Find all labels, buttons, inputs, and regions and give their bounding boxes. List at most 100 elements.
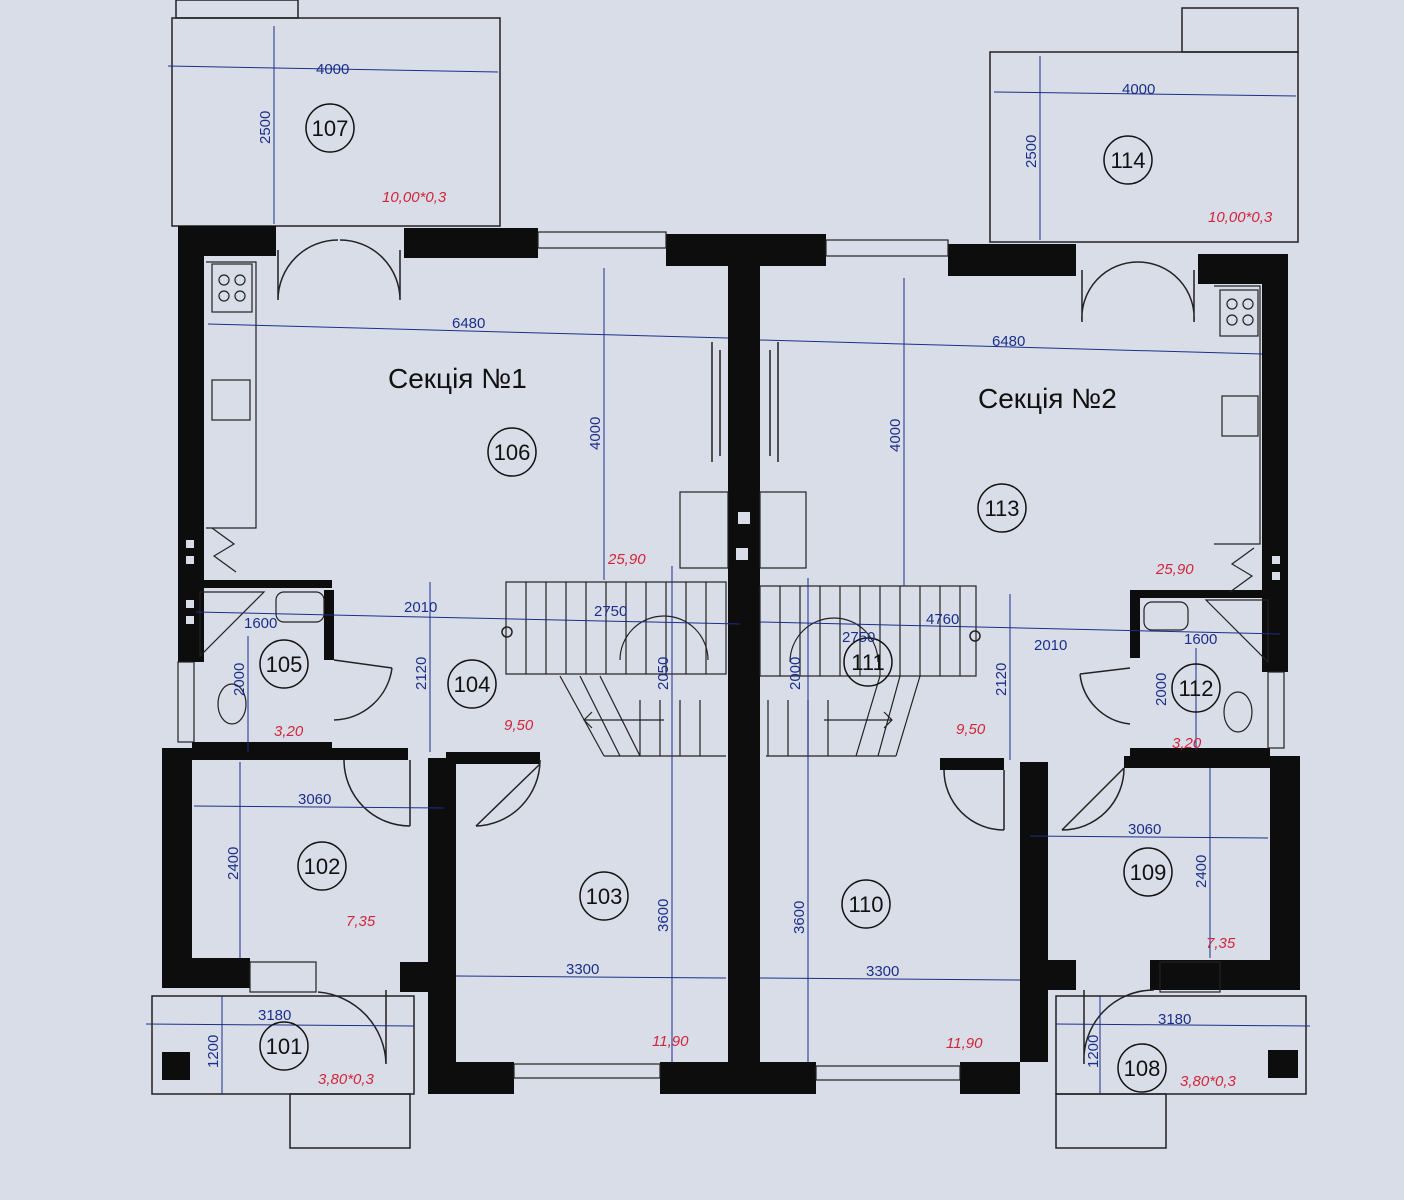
zigzag-vent-icon [211,527,237,573]
zigzag-vent-icon [1229,547,1255,593]
room-circle-101 [259,1021,309,1071]
window-109-porch [1159,961,1221,993]
dimension-labels: 4000 2500 4000 2500 6480 6480 4000 4000 … [205,61,1217,1068]
wall-bottom-mid-c [960,1062,1020,1094]
toilet-icon [1223,691,1253,733]
area-105: 3,20 [274,723,304,740]
sliding-doors-party [711,342,779,462]
wall-105-right [324,590,334,660]
room-111: 111 [851,650,884,675]
room-circle-105 [259,639,309,689]
room-103: 103 [586,884,623,909]
dim-label: 3600 [655,899,672,932]
wall-top-right-b [1198,254,1288,284]
area-113: 25,90 [1155,561,1194,578]
room-114: 114 [1110,148,1145,173]
wall-right-upper [1262,254,1288,672]
dim-label: 2120 [413,657,430,690]
stair-arc-1 [619,615,709,661]
dim-label: 2500 [257,111,274,144]
door-110 [943,769,1005,831]
wall-top-left-a [178,226,276,256]
terrace-114 [989,51,1299,243]
wall-103-top [446,752,540,764]
room-circle-102 [297,841,347,891]
room-105: 105 [266,652,303,677]
door-109 [1061,767,1125,831]
room-112: 112 [1178,676,1213,701]
wall-112-left [1130,598,1140,658]
vent-marks [186,512,1280,624]
wall-bottom-mid-b [660,1062,816,1094]
counter-line-right [1214,285,1261,545]
wall-103-left [428,758,456,1094]
wall-110-top [940,758,1004,770]
chimney-101 [162,1052,190,1080]
room-110: 110 [848,892,883,917]
steps-107 [175,0,299,19]
room-circle-103 [579,871,629,921]
stair-arc-2 [789,617,879,663]
area-102: 7,35 [346,913,376,930]
dim-label: 2750 [842,629,875,646]
stair-treads-1 [525,582,707,674]
sink-icon [211,379,251,421]
area-109: 7,35 [1206,935,1236,952]
wall-left-upper [178,226,204,662]
room-102: 102 [304,854,341,879]
wall-105-bottom [192,742,332,752]
area-110: 11,90 [946,1035,983,1052]
shower-icon [199,591,266,658]
room-113: 113 [984,496,1019,521]
dim-label: 2010 [1034,637,1067,654]
room-circle-113 [977,483,1027,533]
wall-left-lower [162,748,192,988]
room-104: 104 [454,672,491,697]
door-terrace-114 [1081,261,1195,323]
window-110 [815,1065,961,1081]
steps-101 [289,1093,411,1149]
wall-110-right [1020,762,1048,1062]
room-circle-110 [841,879,891,929]
door-entry-101 [317,990,387,1065]
dim-label: 2120 [993,663,1010,696]
area-114: 10,00*0,3 [1208,209,1273,226]
dim-label: 4000 [887,419,904,452]
room-circle-109 [1123,847,1173,897]
room-109: 109 [1130,860,1167,885]
dim-label: 4000 [587,417,604,450]
toilet-icon [217,683,247,725]
room-circle-107 [305,103,355,153]
area-112: 3,20 [1172,735,1202,752]
room-106: 106 [494,440,531,465]
stair-arrow-1 [583,711,664,729]
stair-treads-2 [779,586,961,676]
door-105 [333,659,393,721]
dim-label: 4000 [1122,81,1155,98]
terrace-107 [171,17,501,227]
dim-label: 2000 [1153,673,1170,706]
steps-114 [1181,7,1299,53]
terraces [151,0,1307,1149]
wall-bottom-right-b [1150,960,1300,990]
area-104: 9,50 [504,717,534,734]
dim-label: 2000 [787,657,804,690]
section-title-2: Секція №2 [978,383,1117,414]
area-107: 10,00*0,3 [382,189,447,206]
door-terrace-107 [277,239,401,301]
dim-label: 1200 [205,1035,222,1068]
room-circle-114 [1103,135,1153,185]
room-circle-111 [843,637,893,687]
dimension-lines [145,26,1311,1094]
steps-108 [1055,1093,1167,1149]
counter-line-left [206,261,257,529]
dim-label: 4000 [316,61,349,78]
room-circle-104 [447,659,497,709]
dim-label: 3600 [791,901,808,934]
room-circle-108 [1117,1043,1167,1093]
dim-label: 6480 [992,333,1025,350]
room-107: 107 [312,116,349,141]
doors [277,239,1195,1065]
